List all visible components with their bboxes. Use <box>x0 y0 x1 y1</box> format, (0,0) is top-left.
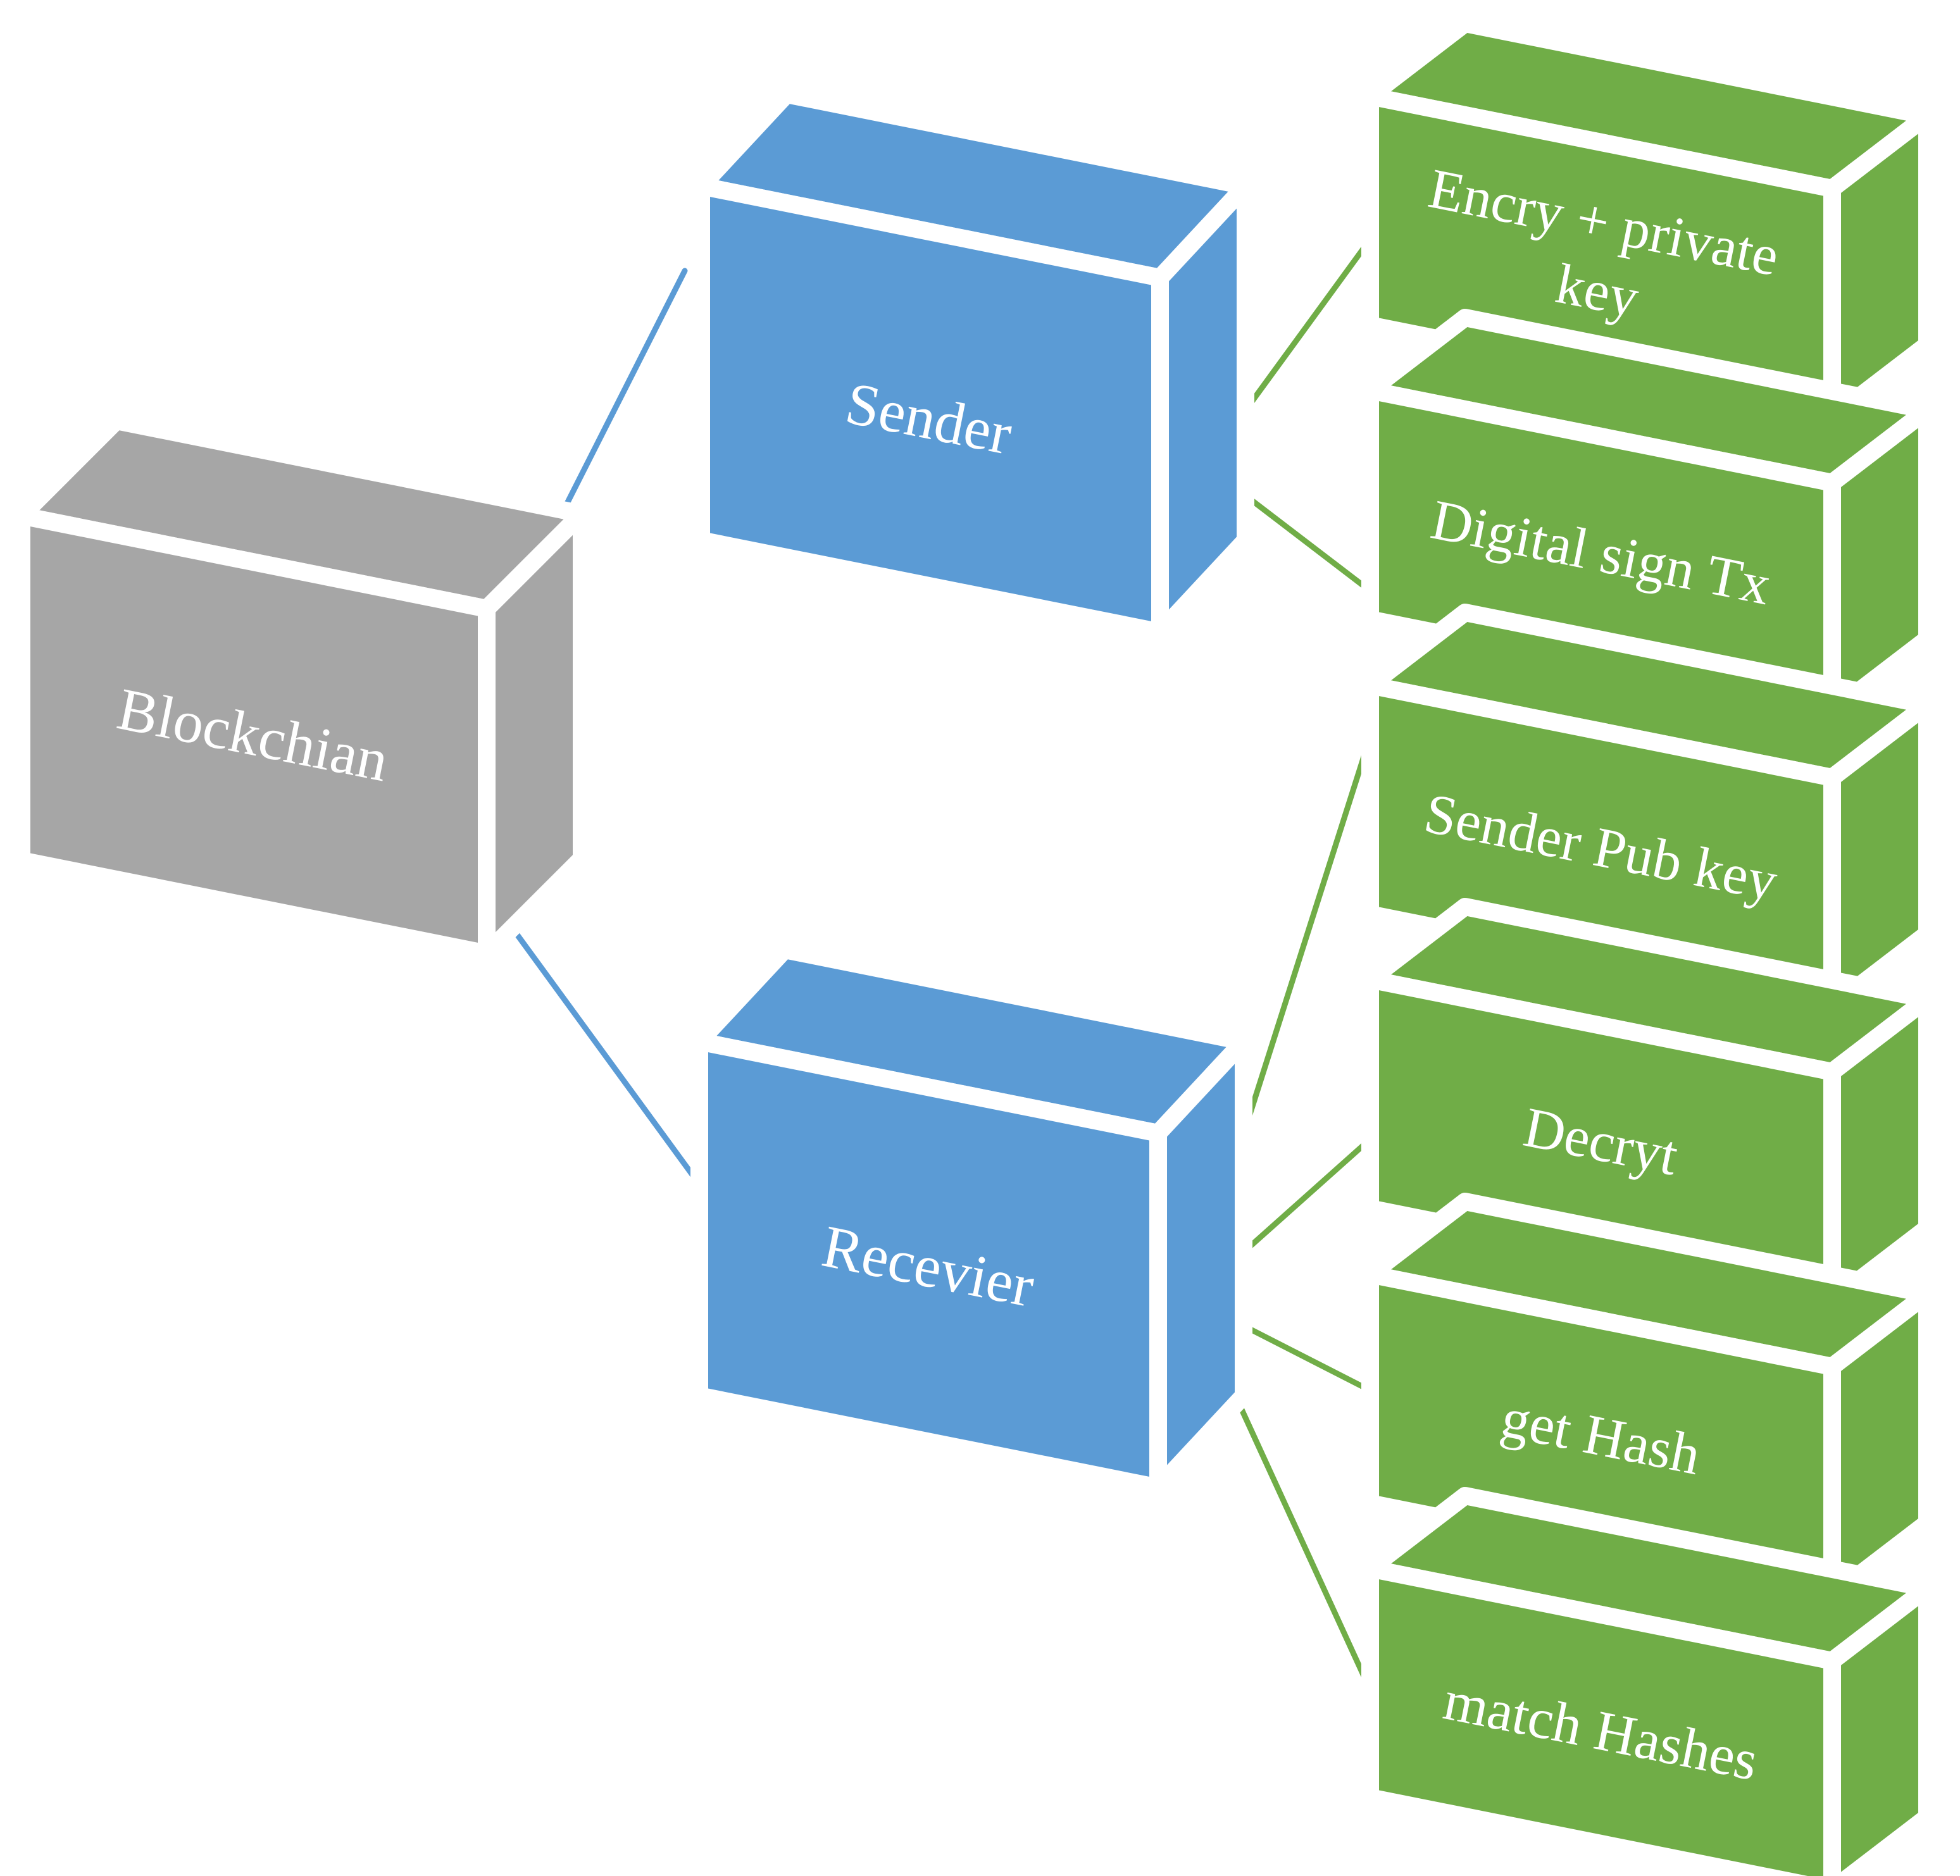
receiver-front-face <box>690 1033 1167 1496</box>
blockchain-front-face <box>13 507 496 962</box>
node-receiver: Recevier <box>690 941 1252 1496</box>
receiver-right-face <box>1149 1033 1252 1496</box>
node-match-hashes: match Hashes <box>1361 1487 1936 1876</box>
node-sender: Sender <box>692 85 1254 641</box>
match-hashes-front-face <box>1361 1560 1841 1876</box>
sender-front-face <box>692 177 1169 641</box>
sender-right-face <box>1151 177 1254 641</box>
node-blockchain: Blockchian <box>13 412 590 962</box>
connector-blockchain-receiver <box>497 908 699 1183</box>
